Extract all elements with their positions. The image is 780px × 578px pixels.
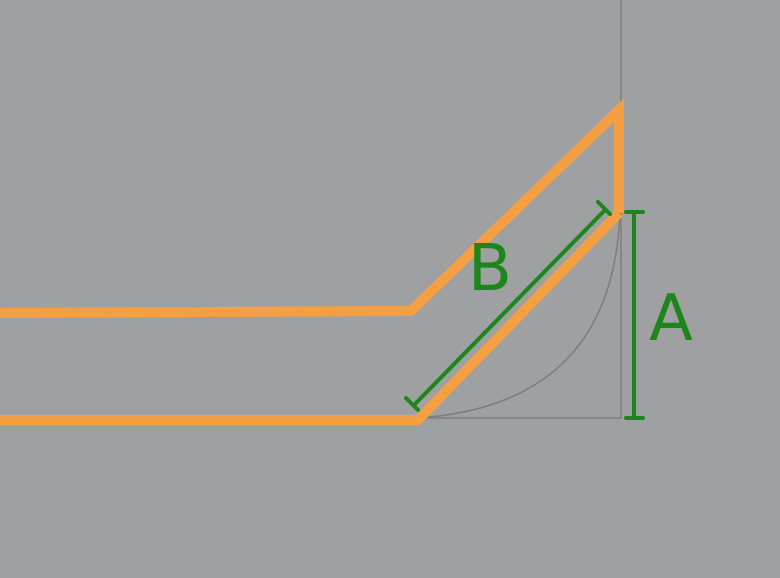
dimension-b-start-tick [404,396,420,412]
dimension-a-label: A [649,282,693,356]
dimension-a [624,210,645,420]
profile-lower-edge [0,209,623,425]
dimension-b-end-tick [596,200,612,216]
profile-upper-edge [0,98,624,318]
dimension-b-label: B [468,232,512,306]
quarter-arc-guide [417,211,621,419]
profile-outline [0,98,624,425]
dimension-b-line [413,208,607,406]
dimension-b [404,200,612,412]
